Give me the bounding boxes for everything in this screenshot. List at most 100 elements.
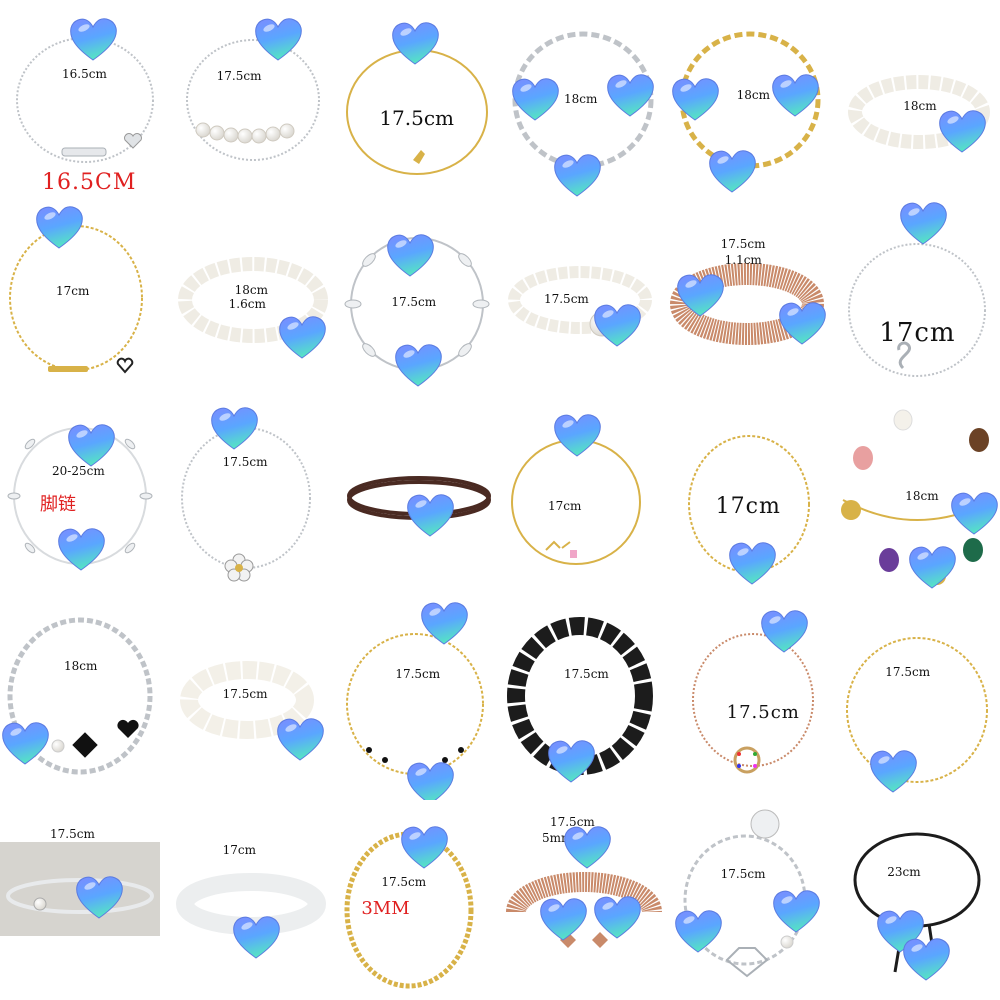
product-tile-15[interactable] bbox=[333, 400, 500, 600]
product-tile-7[interactable]: 17cm bbox=[0, 200, 167, 400]
size-label: 17.5cm bbox=[720, 867, 766, 881]
product-tile-19[interactable]: 18cm bbox=[0, 600, 167, 800]
heart-icon bbox=[868, 748, 918, 794]
size-label: 17cm bbox=[56, 284, 90, 298]
heart-icon bbox=[675, 272, 725, 318]
product-tile-29[interactable]: 17.5cm bbox=[667, 800, 834, 1000]
bracelet-image bbox=[180, 427, 311, 582]
heart-icon bbox=[0, 720, 50, 766]
product-tile-8[interactable]: 18cm 1.6cm bbox=[167, 200, 334, 400]
product-tile-14[interactable]: 17.5cm bbox=[167, 400, 334, 600]
product-tile-24[interactable]: 17.5cm bbox=[833, 600, 1000, 800]
heart-icon bbox=[510, 76, 560, 122]
bracelet-image bbox=[848, 75, 991, 149]
heart-icon bbox=[562, 824, 612, 870]
product-tile-10[interactable]: 17.5cm bbox=[500, 200, 667, 400]
product-tile-4[interactable]: 18cm bbox=[500, 0, 667, 200]
bracelet-image bbox=[179, 661, 314, 739]
product-tile-3[interactable]: 17.5cm bbox=[333, 0, 500, 200]
size-label: 17cm bbox=[547, 499, 582, 513]
bracelet-image bbox=[848, 243, 987, 377]
size-label: 17cm bbox=[715, 494, 781, 519]
product-tile-16[interactable]: 17cm bbox=[500, 400, 667, 600]
heart-icon bbox=[74, 874, 124, 920]
product-tile-2[interactable]: 17.5cm bbox=[167, 0, 334, 200]
bracelet-image bbox=[505, 872, 662, 948]
product-tile-12[interactable]: 17cm bbox=[833, 200, 1000, 400]
heart-icon bbox=[56, 526, 106, 572]
product-tile-1[interactable]: 16.5cm 16.5CM bbox=[0, 0, 167, 200]
size-label: 18cm bbox=[64, 659, 98, 673]
bracelet-image bbox=[7, 617, 153, 775]
size-label: 17.5cm bbox=[543, 292, 589, 306]
size-label: 17.5cm bbox=[216, 69, 262, 83]
product-tile-6[interactable]: 18cm bbox=[833, 0, 1000, 200]
product-tile-27[interactable]: 17.5cm 3MM bbox=[333, 800, 500, 1000]
product-tile-13[interactable]: 20-25cm 脚链 bbox=[0, 400, 167, 600]
product-tile-20[interactable]: 17.5cm bbox=[167, 600, 334, 800]
size-note: 1.6cm bbox=[228, 297, 266, 311]
heart-icon bbox=[949, 490, 999, 536]
product-tile-21[interactable]: 17.5cm bbox=[333, 600, 500, 800]
product-tile-30[interactable]: 23cm bbox=[833, 800, 1000, 1000]
size-label: 17.5cm bbox=[391, 295, 437, 309]
heart-icon bbox=[66, 422, 116, 468]
product-tile-11[interactable]: 17.5cm 1.1cm bbox=[667, 200, 834, 400]
bracelet-image bbox=[691, 633, 814, 774]
size-label: 18cm bbox=[736, 88, 770, 102]
heart-icon bbox=[405, 760, 455, 800]
heart-icon bbox=[277, 314, 327, 360]
size-label: 18cm bbox=[234, 283, 269, 297]
heart-icon bbox=[405, 492, 455, 538]
product-tile-26[interactable]: 17cm bbox=[167, 800, 334, 1000]
size-label: 17.5cm bbox=[726, 702, 800, 723]
heart-icon bbox=[592, 894, 642, 940]
heart-icon bbox=[419, 600, 469, 646]
size-note: 脚链 bbox=[40, 494, 76, 515]
bracelet-image bbox=[185, 39, 320, 161]
size-label: 17cm bbox=[222, 843, 257, 857]
heart-icon bbox=[34, 204, 84, 250]
heart-icon bbox=[390, 20, 440, 66]
bracelet-image bbox=[177, 257, 328, 343]
heart-icon bbox=[209, 405, 259, 451]
heart-icon bbox=[901, 936, 951, 982]
heart-icon bbox=[898, 200, 948, 246]
heart-icon bbox=[770, 72, 820, 118]
size-label: 17.5cm bbox=[222, 687, 268, 701]
size-label: 17.5cm bbox=[720, 237, 766, 251]
size-label: 17.5cm bbox=[50, 827, 95, 841]
heart-icon bbox=[777, 300, 827, 346]
size-label: 17cm bbox=[879, 318, 956, 348]
heart-icon bbox=[592, 302, 642, 348]
size-label: 17.5cm bbox=[381, 875, 427, 889]
product-tile-22[interactable]: 17.5cm bbox=[500, 600, 667, 800]
product-tile-25[interactable]: 17.5cm bbox=[0, 800, 167, 1000]
size-label: 17.5cm bbox=[395, 667, 441, 681]
product-tile-9[interactable]: 17.5cm bbox=[333, 200, 500, 400]
size-label: 18cm bbox=[903, 99, 937, 113]
heart-icon bbox=[707, 148, 757, 194]
size-label: 16.5cm bbox=[62, 67, 107, 81]
bracelet-image bbox=[346, 633, 485, 775]
size-note: 1.1cm bbox=[724, 253, 762, 267]
bracelet-image bbox=[846, 637, 989, 783]
heart-icon bbox=[231, 914, 281, 960]
product-tile-17[interactable]: 17cm bbox=[667, 400, 834, 600]
size-note: 16.5CM bbox=[42, 170, 137, 195]
heart-icon bbox=[68, 16, 118, 62]
product-tile-23[interactable]: 17.5cm bbox=[667, 600, 834, 800]
product-tile-28[interactable]: 17.5cm 5mm*3mm bbox=[500, 800, 667, 1000]
size-label: 18cm bbox=[563, 92, 598, 106]
heart-icon bbox=[538, 896, 588, 942]
product-tile-5[interactable]: 18cm bbox=[667, 0, 834, 200]
heart-icon bbox=[552, 152, 602, 198]
heart-icon bbox=[907, 544, 957, 590]
heart-icon bbox=[937, 108, 987, 154]
heart-icon bbox=[253, 16, 303, 62]
bracelet-image bbox=[175, 873, 326, 935]
product-tile-18[interactable]: 18cm bbox=[833, 400, 1000, 600]
heart-icon bbox=[385, 232, 435, 278]
size-label: 17.5cm bbox=[885, 665, 931, 679]
bracelet-image bbox=[9, 225, 143, 374]
